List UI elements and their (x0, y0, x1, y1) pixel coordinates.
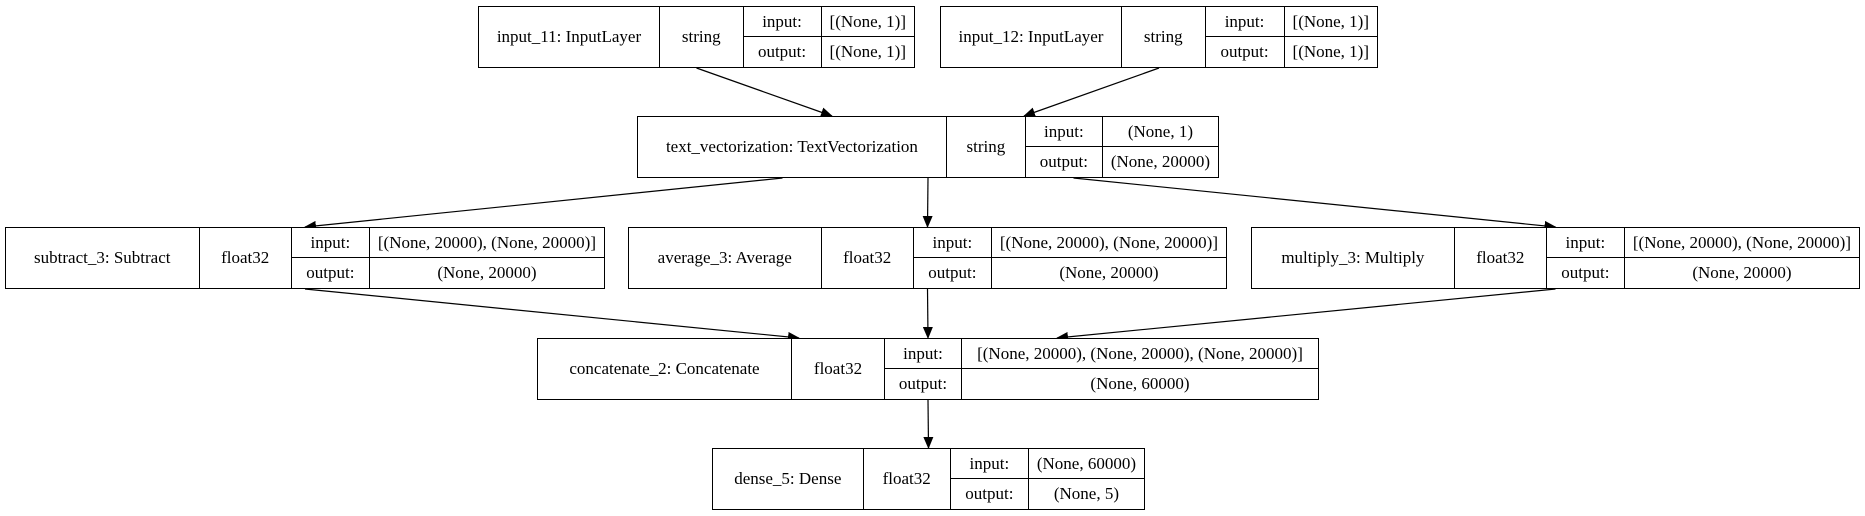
edge-concat-to-dense (923, 399, 934, 449)
output-label: output: (885, 369, 962, 399)
output-label: output: (292, 258, 370, 288)
node-dtype: float32 (200, 228, 292, 288)
edge-input_11-to-text_vec (696, 67, 833, 118)
input-shape: [(None, 20000), (None, 20000)] (369, 228, 604, 258)
input-shape: [(None, 20000), (None, 20000)] (991, 228, 1226, 258)
output-shape: (None, 20000) (1059, 263, 1159, 282)
output-shape: (None, 20000) (1692, 263, 1792, 282)
node-name: multiply_3: Multiply (1252, 228, 1455, 288)
input-label: input: (1546, 228, 1625, 258)
node-name: concatenate_2: Concatenate (538, 339, 792, 399)
output-label: output: (1206, 37, 1285, 67)
input-label: input: (913, 228, 992, 258)
node-subtract-3: subtract_3: Subtract float32 input: [(No… (5, 227, 605, 289)
node-average-3: average_3: Average float32 input: [(None… (628, 227, 1227, 289)
edge-text_vec-to-subtract (304, 177, 783, 231)
node-name: subtract_3: Subtract (6, 228, 200, 288)
node-dtype: float32 (792, 339, 885, 399)
node-dtype: float32 (864, 449, 951, 509)
input-shape: [(None, 20000), (None, 20000)] (1624, 228, 1859, 258)
input-shape: [(None, 1)] (1284, 7, 1377, 37)
node-text-vectorization: text_vectorization: TextVectorization st… (637, 116, 1219, 178)
node-dtype: float32 (822, 228, 914, 288)
output-shape: (None, 5) (1053, 484, 1119, 503)
output-shape: [(None, 1)] (829, 42, 906, 61)
input-shape: (None, 60000) (1028, 449, 1144, 479)
output-label: output: (951, 479, 1029, 509)
input-label: input: (743, 7, 822, 37)
output-label: output: (1547, 258, 1625, 288)
node-multiply-3: multiply_3: Multiply float32 input: [(No… (1251, 227, 1860, 289)
node-name: input_11: InputLayer (479, 7, 660, 67)
input-label: input: (1025, 117, 1103, 147)
input-shape: [(None, 20000), (None, 20000), (None, 20… (962, 339, 1318, 369)
node-concatenate-2: concatenate_2: Concatenate float32 input… (537, 338, 1319, 400)
node-input-11: input_11: InputLayer string input: [(Non… (478, 6, 915, 68)
edge-multiply-to-concat (1056, 288, 1556, 342)
node-input-12: input_12: InputLayer string input: [(Non… (940, 6, 1378, 68)
edge-text_vec-to-multiply (1073, 177, 1557, 231)
output-shape: (None, 20000) (1110, 152, 1210, 171)
input-shape: (None, 1) (1102, 117, 1218, 147)
input-shape: [(None, 1)] (821, 7, 914, 37)
output-label: output: (744, 37, 822, 67)
node-name: average_3: Average (629, 228, 822, 288)
output-shape: (None, 60000) (1090, 374, 1190, 393)
edge-text_vec-to-average (922, 177, 933, 228)
node-name: input_12: InputLayer (941, 7, 1122, 67)
input-label: input: (1205, 7, 1285, 37)
output-shape: (None, 20000) (437, 263, 537, 282)
node-dense-5: dense_5: Dense float32 input: (None, 600… (712, 448, 1145, 510)
input-label: input: (291, 228, 370, 258)
node-name: text_vectorization: TextVectorization (638, 117, 947, 177)
output-label: output: (914, 258, 992, 288)
edge-average-to-concat (922, 288, 933, 339)
node-dtype: string (660, 7, 744, 67)
node-name: dense_5: Dense (713, 449, 864, 509)
edge-input_12-to-text_vec (1023, 67, 1160, 118)
node-dtype: float32 (1455, 228, 1547, 288)
node-dtype: string (1122, 7, 1206, 67)
output-label: output: (1026, 147, 1103, 177)
input-label: input: (885, 339, 962, 369)
input-label: input: (950, 449, 1029, 479)
output-shape: [(None, 1)] (1292, 42, 1369, 61)
node-dtype: string (947, 117, 1026, 177)
edge-subtract-to-concat (304, 288, 800, 342)
